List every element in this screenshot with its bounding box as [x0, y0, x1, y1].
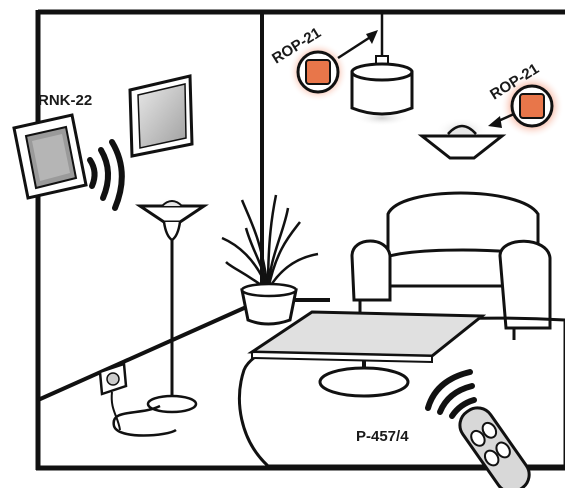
- pendant-lamp: [352, 14, 412, 126]
- label-p-457-4: P-457/4: [356, 428, 409, 445]
- rnk-22-panel: [14, 115, 86, 198]
- floor-lamp: [114, 198, 204, 436]
- remote-signal-icon: [428, 372, 474, 416]
- wall-mirror: [130, 76, 192, 156]
- ceiling-lamp: [422, 118, 502, 158]
- p-457-4-remote: [454, 402, 536, 488]
- label-rnk-22: RNK-22: [38, 92, 92, 109]
- rnk-signal-icon: [90, 142, 122, 208]
- potted-plant: [222, 195, 318, 324]
